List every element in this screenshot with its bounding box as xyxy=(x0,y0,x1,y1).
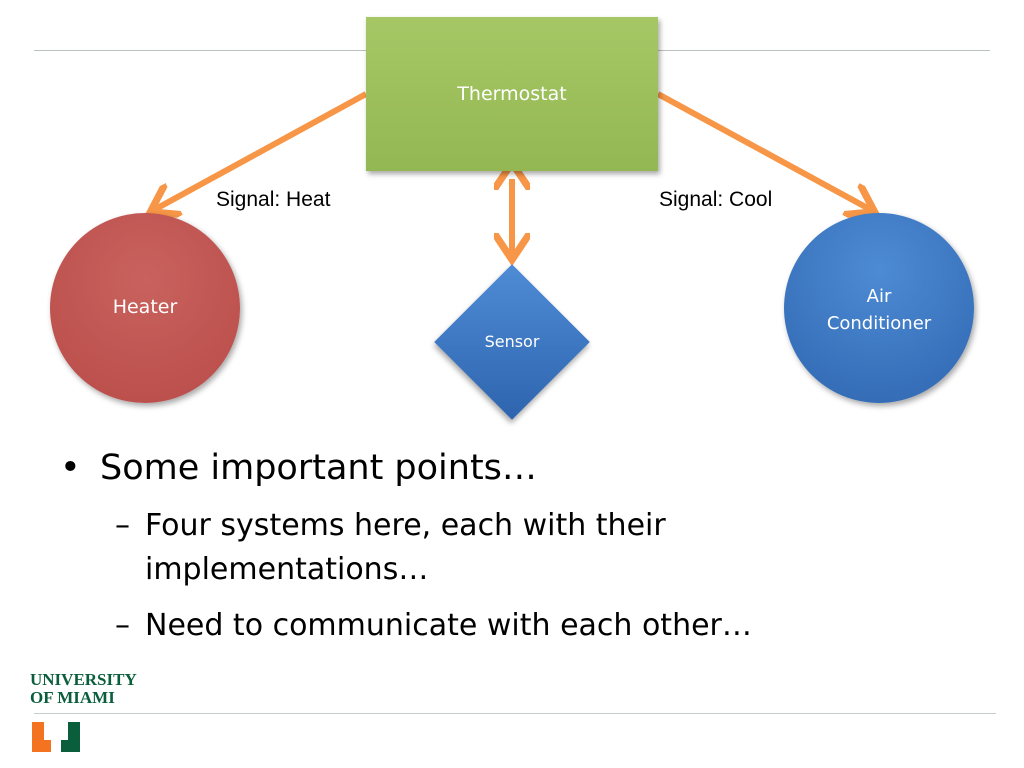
bullet-sub-2: – Need to communicate with each other… xyxy=(60,604,960,648)
bullet-sub-1: – Four systems here, each with their imp… xyxy=(60,504,960,592)
air-conditioner-label: Air Conditioner xyxy=(784,283,974,337)
heater-label: Heater xyxy=(112,296,178,318)
bullet-list: • Some important points… – Four systems … xyxy=(60,446,960,648)
logo-line1: UNIVERSITY xyxy=(30,670,137,689)
bullet-dot-icon: • xyxy=(60,448,81,488)
air-conditioner-label-line2: Conditioner xyxy=(826,313,932,334)
air-conditioner-node: Air Conditioner xyxy=(784,213,974,403)
u-logo-icon xyxy=(32,722,80,752)
thermostat-label: Thermostat xyxy=(457,83,567,105)
signal-heat-label: Signal: Heat xyxy=(216,188,331,211)
bullet-dash-icon: – xyxy=(115,608,130,643)
bullet-main: • Some important points… xyxy=(60,446,960,490)
arrow-thermostat-to-heater xyxy=(152,91,368,211)
bottom-divider xyxy=(34,713,996,714)
bullet-dash-icon: – xyxy=(115,508,130,543)
sensor-label: Sensor xyxy=(484,332,540,351)
bullet-sub-2-text: Need to communicate with each other… xyxy=(145,608,752,643)
bullet-sub-1-line1: Four systems here, each with their xyxy=(145,508,666,543)
heater-node: Heater xyxy=(50,213,240,403)
arrow-thermostat-to-ac xyxy=(656,91,873,211)
sensor-node: Sensor xyxy=(434,264,590,420)
signal-cool-label: Signal: Cool xyxy=(659,188,773,211)
thermostat-node: Thermostat xyxy=(366,17,658,171)
bullet-sub-1-line2: implementations… xyxy=(145,552,429,587)
university-logo-text: UNIVERSITY OF MIAMI xyxy=(30,671,137,707)
bullet-main-text: Some important points… xyxy=(100,448,537,488)
logo-line2: OF MIAMI xyxy=(30,688,115,707)
air-conditioner-label-line1: Air xyxy=(866,286,892,307)
